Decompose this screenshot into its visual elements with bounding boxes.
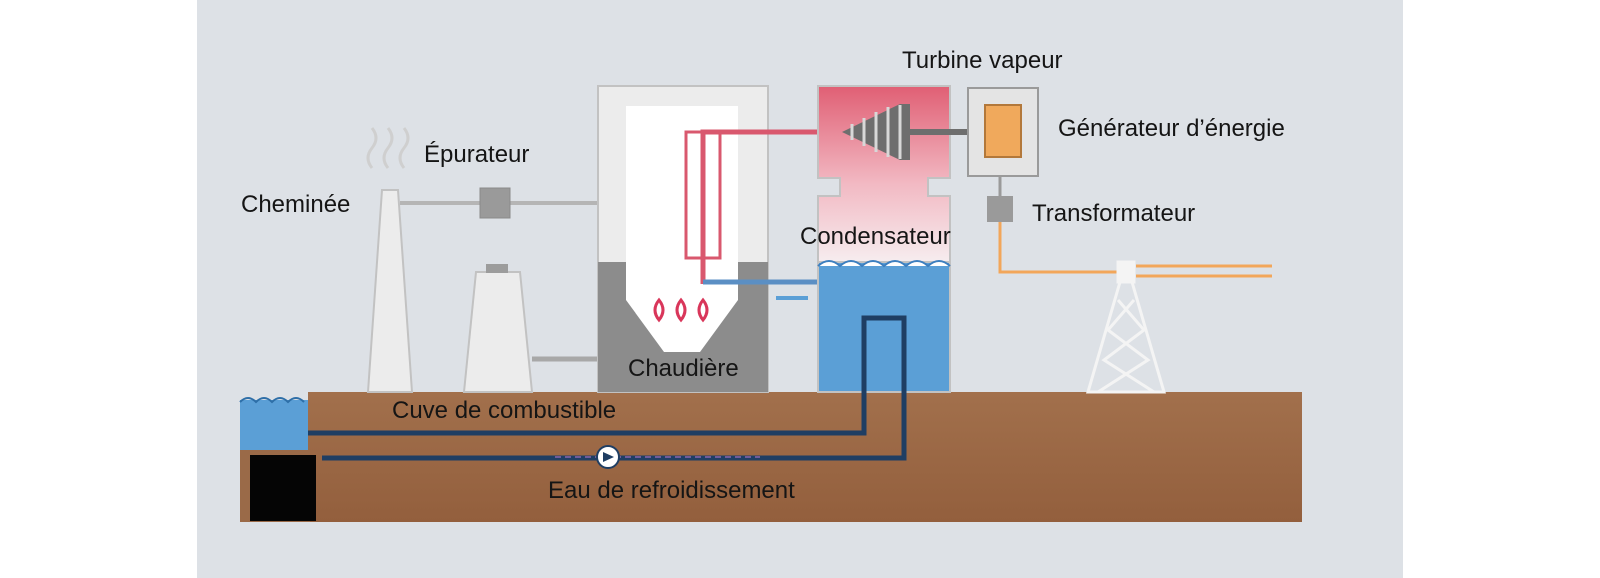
generator-core: [984, 104, 1022, 158]
label-condenser: Condensateur: [800, 223, 951, 250]
label-fuel-tank: Cuve de combustible: [392, 397, 616, 424]
black-block: [250, 455, 316, 521]
label-generator: Générateur d’énergie: [1058, 115, 1285, 142]
label-chimney: Cheminée: [241, 191, 350, 218]
lake-water: [239, 397, 308, 450]
cooling-water-pipes: [308, 315, 907, 461]
turbine-icon: [842, 104, 910, 160]
pump-icon: [596, 445, 620, 469]
transmission-tower-icon: [1086, 260, 1166, 394]
label-boiler: Chaudière: [628, 355, 739, 382]
transformer-box: [987, 196, 1013, 222]
label-transformer: Transformateur: [1032, 200, 1195, 227]
fuel-silo: [462, 264, 534, 393]
chimney: [366, 127, 414, 393]
power-line: [998, 222, 1118, 274]
generator: [967, 87, 1039, 177]
label-cooling-water: Eau de refroidissement: [548, 477, 795, 504]
label-purifier: Épurateur: [424, 141, 529, 168]
flame-icon: [653, 297, 709, 323]
steam-pipe: [700, 129, 822, 284]
smoke-icon: [366, 127, 410, 169]
label-turbine: Turbine vapeur: [902, 47, 1063, 74]
condenser: [817, 260, 951, 393]
purifier-box: [479, 187, 511, 219]
